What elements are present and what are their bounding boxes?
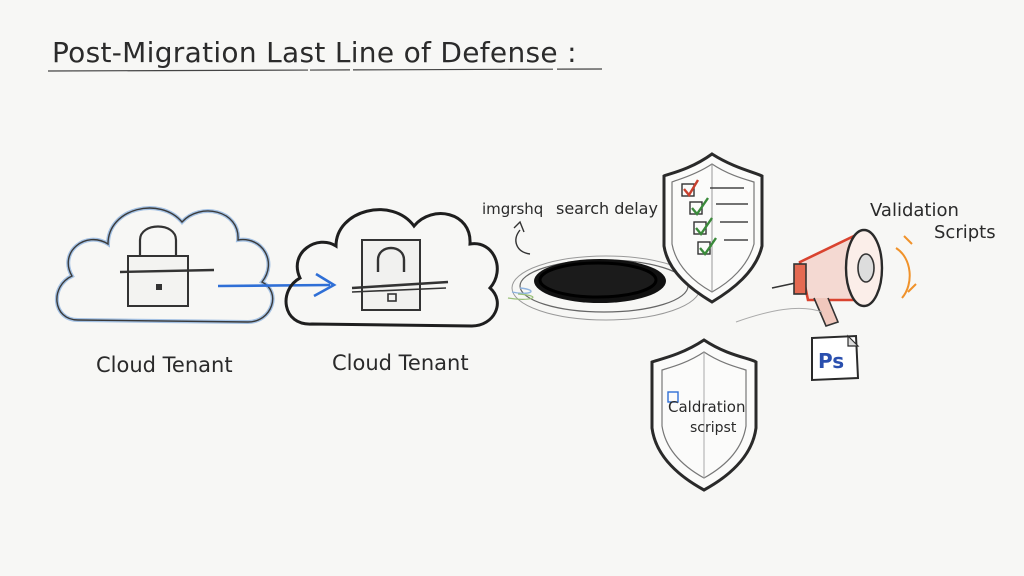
- title-underline: [47, 68, 603, 72]
- note-pointer-arrow: [515, 229, 531, 255]
- lock-icon: [351, 239, 449, 311]
- diagram-title: Post-Migration Last Line of Defense :: [52, 36, 577, 69]
- lock-icon: [119, 225, 215, 307]
- shield-checklist-icon: [662, 152, 764, 304]
- cloud-tenant-left: [55, 206, 275, 325]
- shield-lower-label-line1: Caldration: [668, 398, 745, 416]
- search-note-scribble: imgrshq: [482, 200, 543, 218]
- validation-label-line1: Validation: [870, 200, 959, 221]
- validation-label-line2: Scripts: [934, 222, 996, 243]
- arrow-right-icon: [217, 272, 337, 298]
- megaphone-icon: [771, 228, 917, 327]
- shield-lower-label-line2: scripst: [690, 420, 737, 436]
- connector-curve: [735, 307, 823, 323]
- powershell-icon: Ps: [811, 334, 860, 382]
- black-hole-icon: [507, 255, 701, 321]
- cloud-tenant-middle: [284, 208, 499, 328]
- search-delay-label: search delay: [556, 199, 658, 218]
- shield-icon: [650, 338, 758, 492]
- powershell-logo-text: Ps: [818, 349, 844, 373]
- cloud-tenant-left-label: Cloud Tenant: [96, 353, 233, 377]
- cloud-tenant-middle-label: Cloud Tenant: [332, 351, 469, 375]
